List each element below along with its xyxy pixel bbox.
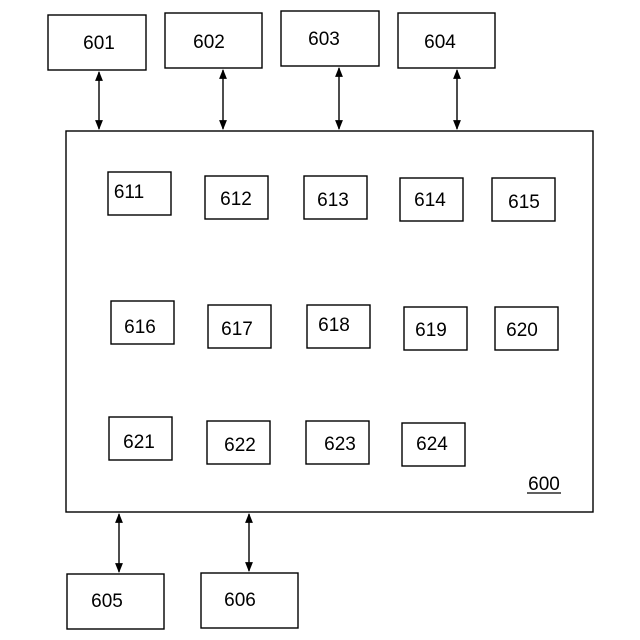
external-node-606-label: 606: [224, 590, 256, 611]
external-node-602-label: 602: [193, 32, 225, 53]
internal-node-619-label: 619: [415, 320, 447, 341]
internal-node-622: 622: [207, 421, 270, 464]
main-system-label: 600: [528, 474, 560, 495]
external-node-601-label: 601: [83, 33, 115, 54]
internal-node-612: 612: [205, 176, 268, 219]
internal-node-621: 621: [109, 417, 172, 460]
external-node-601: 601: [48, 15, 146, 70]
internal-node-617-label: 617: [221, 319, 253, 340]
external-node-605: 605: [67, 574, 164, 629]
internal-node-622-label: 622: [224, 435, 256, 456]
internal-node-623: 623: [306, 421, 369, 464]
internal-node-616-label: 616: [124, 317, 156, 338]
external-node-606: 606: [201, 573, 298, 628]
external-node-605-label: 605: [91, 591, 123, 612]
internal-node-624: 624: [402, 423, 465, 466]
external-node-604: 604: [398, 13, 495, 68]
internal-node-613-label: 613: [317, 190, 349, 211]
internal-node-618-label: 618: [318, 315, 350, 336]
internal-node-621-label: 621: [123, 432, 155, 453]
internal-node-617: 617: [208, 305, 271, 348]
internal-node-611: 611: [108, 172, 171, 215]
external-node-604-label: 604: [424, 32, 456, 53]
internal-node-620-label: 620: [506, 320, 538, 341]
external-node-603-label: 603: [308, 29, 340, 50]
internal-node-612-label: 612: [220, 189, 252, 210]
internal-node-623-label: 623: [324, 434, 356, 455]
internal-node-611-label: 611: [114, 182, 144, 203]
external-node-602: 602: [165, 13, 262, 68]
internal-node-624-label: 624: [416, 434, 448, 455]
internal-node-613: 613: [304, 176, 367, 219]
external-node-603: 603: [281, 11, 379, 66]
internal-node-615: 615: [492, 178, 555, 221]
internal-node-614-label: 614: [414, 190, 446, 211]
internal-node-616: 616: [111, 301, 174, 344]
internal-node-614: 614: [400, 178, 463, 221]
internal-node-618: 618: [307, 305, 370, 348]
internal-node-615-label: 615: [508, 192, 540, 213]
internal-node-619: 619: [404, 307, 467, 350]
internal-node-620: 620: [495, 307, 558, 350]
